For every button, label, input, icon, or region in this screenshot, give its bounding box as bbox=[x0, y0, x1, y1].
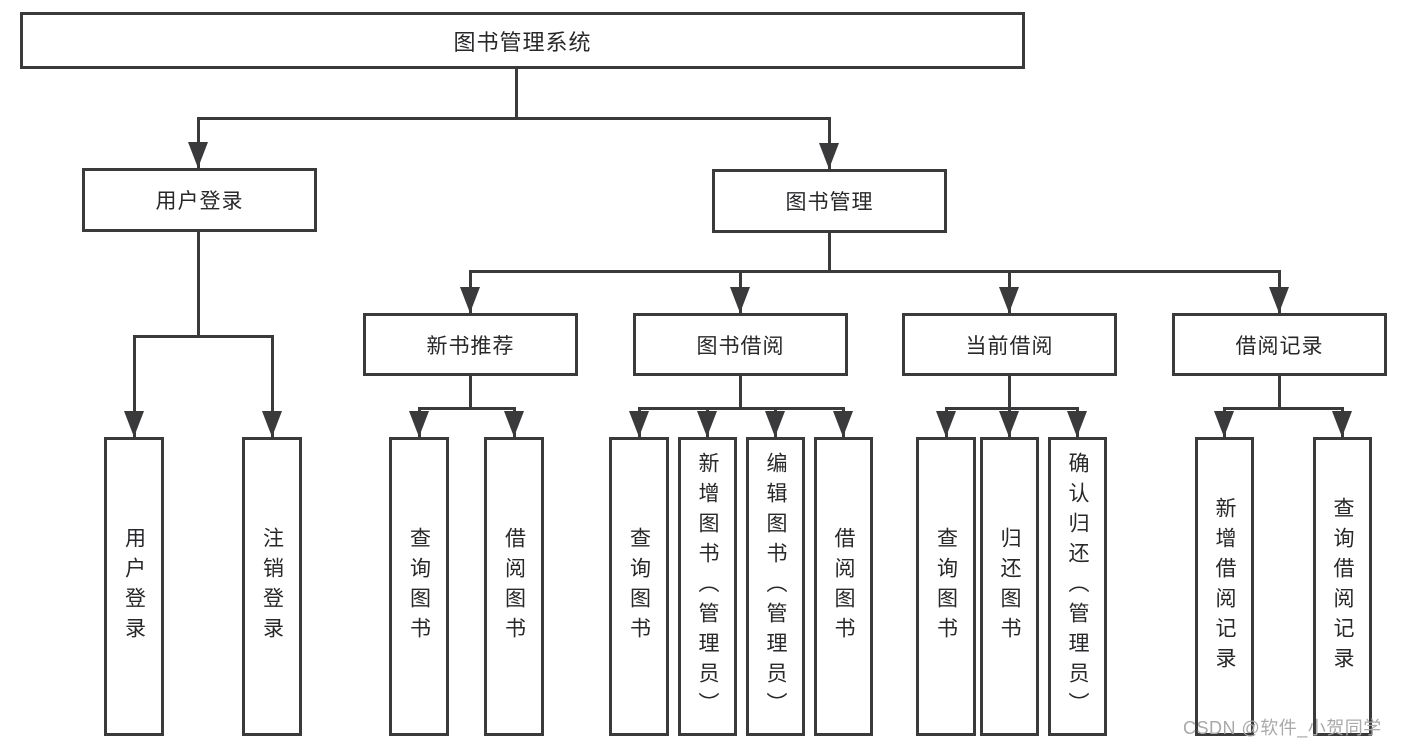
arrow-down-icon bbox=[697, 411, 717, 437]
connector-group-hbar bbox=[1223, 407, 1344, 410]
node-current-borrowing-label: 当前借阅 bbox=[965, 334, 1054, 358]
connector-group-stem bbox=[469, 376, 472, 410]
leaf-borrow-book-label: 借阅图书 bbox=[832, 526, 855, 647]
arrow-down-icon bbox=[833, 411, 853, 437]
leaf-borrow-add-admin: 新增图书（管理员） bbox=[678, 437, 737, 736]
node-current-borrowing: 当前借阅 bbox=[902, 313, 1117, 376]
leaf-newbook-borrow-label: 借阅图书 bbox=[502, 526, 526, 647]
arrow-down-icon bbox=[999, 287, 1019, 313]
connector-group-stem bbox=[739, 376, 742, 410]
leaf-borrow-book: 借阅图书 bbox=[814, 437, 873, 736]
node-borrowing-records: 借阅记录 bbox=[1172, 313, 1387, 376]
leaf-logout-label: 注销登录 bbox=[260, 526, 284, 647]
connector-arrow-stem-leaf bbox=[133, 335, 136, 437]
node-root-label: 图书管理系统 bbox=[453, 29, 592, 55]
connector-group-hbar bbox=[945, 407, 1079, 410]
arrow-down-icon bbox=[936, 411, 956, 437]
arrow-down-icon bbox=[1332, 411, 1352, 437]
node-book-borrowing-label: 图书借阅 bbox=[696, 334, 785, 358]
csdn-watermark: CSDN @软件_小贺同学 bbox=[1183, 718, 1382, 738]
leaf-user-login: 用户登录 bbox=[104, 437, 164, 736]
leaf-confirm-return-admin-label: 确认归还（管理员） bbox=[1066, 451, 1089, 722]
connector-arrow-stem-leaf bbox=[271, 335, 274, 437]
leaf-borrow-query-label: 查询图书 bbox=[627, 526, 651, 647]
node-book-management-branch: 图书管理 bbox=[712, 169, 947, 233]
connector-user-login-hbar bbox=[133, 335, 274, 338]
leaf-return-book-label: 归还图书 bbox=[998, 526, 1021, 647]
arrow-down-icon bbox=[262, 411, 282, 437]
connector-group-hbar bbox=[638, 407, 845, 410]
leaf-newbook-query-label: 查询图书 bbox=[407, 526, 431, 647]
leaf-borrow-query: 查询图书 bbox=[609, 437, 669, 736]
leaf-current-query: 查询图书 bbox=[916, 437, 976, 736]
arrow-down-icon bbox=[730, 287, 750, 313]
leaf-add-record-label: 新增借阅记录 bbox=[1213, 496, 1236, 677]
arrow-down-icon bbox=[1269, 287, 1289, 313]
node-user-login-branch: 用户登录 bbox=[82, 168, 317, 232]
connector-level3-hbar bbox=[469, 270, 1281, 273]
connector-root-stem bbox=[515, 69, 518, 118]
node-book-management-label: 图书管理 bbox=[785, 191, 874, 214]
connector-root-hbar bbox=[197, 117, 831, 120]
leaf-newbook-borrow: 借阅图书 bbox=[484, 437, 544, 736]
node-new-book-recommend: 新书推荐 bbox=[363, 313, 578, 376]
node-new-book-recommend-label: 新书推荐 bbox=[426, 334, 515, 358]
arrow-down-icon bbox=[124, 411, 144, 437]
leaf-query-record-label: 查询借阅记录 bbox=[1331, 496, 1354, 677]
leaf-confirm-return-admin: 确认归还（管理员） bbox=[1048, 437, 1107, 736]
connector-book-mgmt-stem bbox=[828, 233, 831, 273]
arrow-down-icon bbox=[1214, 411, 1234, 437]
arrow-down-icon bbox=[1067, 411, 1087, 437]
arrow-down-icon bbox=[460, 287, 480, 313]
arrow-down-icon bbox=[409, 411, 429, 437]
arrow-down-icon bbox=[188, 142, 208, 168]
arrow-down-icon bbox=[999, 411, 1019, 437]
leaf-borrow-add-admin-label: 新增图书（管理员） bbox=[696, 451, 719, 722]
leaf-add-record: 新增借阅记录 bbox=[1195, 437, 1254, 736]
leaf-current-query-label: 查询图书 bbox=[934, 526, 958, 647]
connector-user-login-stem bbox=[197, 232, 200, 338]
node-borrowing-records-label: 借阅记录 bbox=[1235, 334, 1324, 358]
leaf-user-login-label: 用户登录 bbox=[122, 526, 146, 647]
leaf-query-record: 查询借阅记录 bbox=[1313, 437, 1372, 736]
arrow-down-icon bbox=[629, 411, 649, 437]
leaf-borrow-edit-admin: 编辑图书（管理员） bbox=[746, 437, 805, 736]
connector-group-hbar bbox=[418, 407, 516, 410]
arrow-down-icon bbox=[765, 411, 785, 437]
connector-group-stem bbox=[1278, 376, 1281, 410]
arrow-down-icon bbox=[504, 411, 524, 437]
leaf-newbook-query: 查询图书 bbox=[389, 437, 449, 736]
leaf-logout: 注销登录 bbox=[242, 437, 302, 736]
connector-group-stem bbox=[1008, 376, 1011, 410]
arrow-down-icon bbox=[819, 143, 839, 169]
node-book-borrowing: 图书借阅 bbox=[633, 313, 848, 376]
leaf-return-book: 归还图书 bbox=[980, 437, 1039, 736]
node-root-library-system: 图书管理系统 bbox=[20, 12, 1025, 69]
node-user-login-label: 用户登录 bbox=[155, 190, 244, 213]
leaf-borrow-edit-admin-label: 编辑图书（管理员） bbox=[764, 451, 787, 722]
